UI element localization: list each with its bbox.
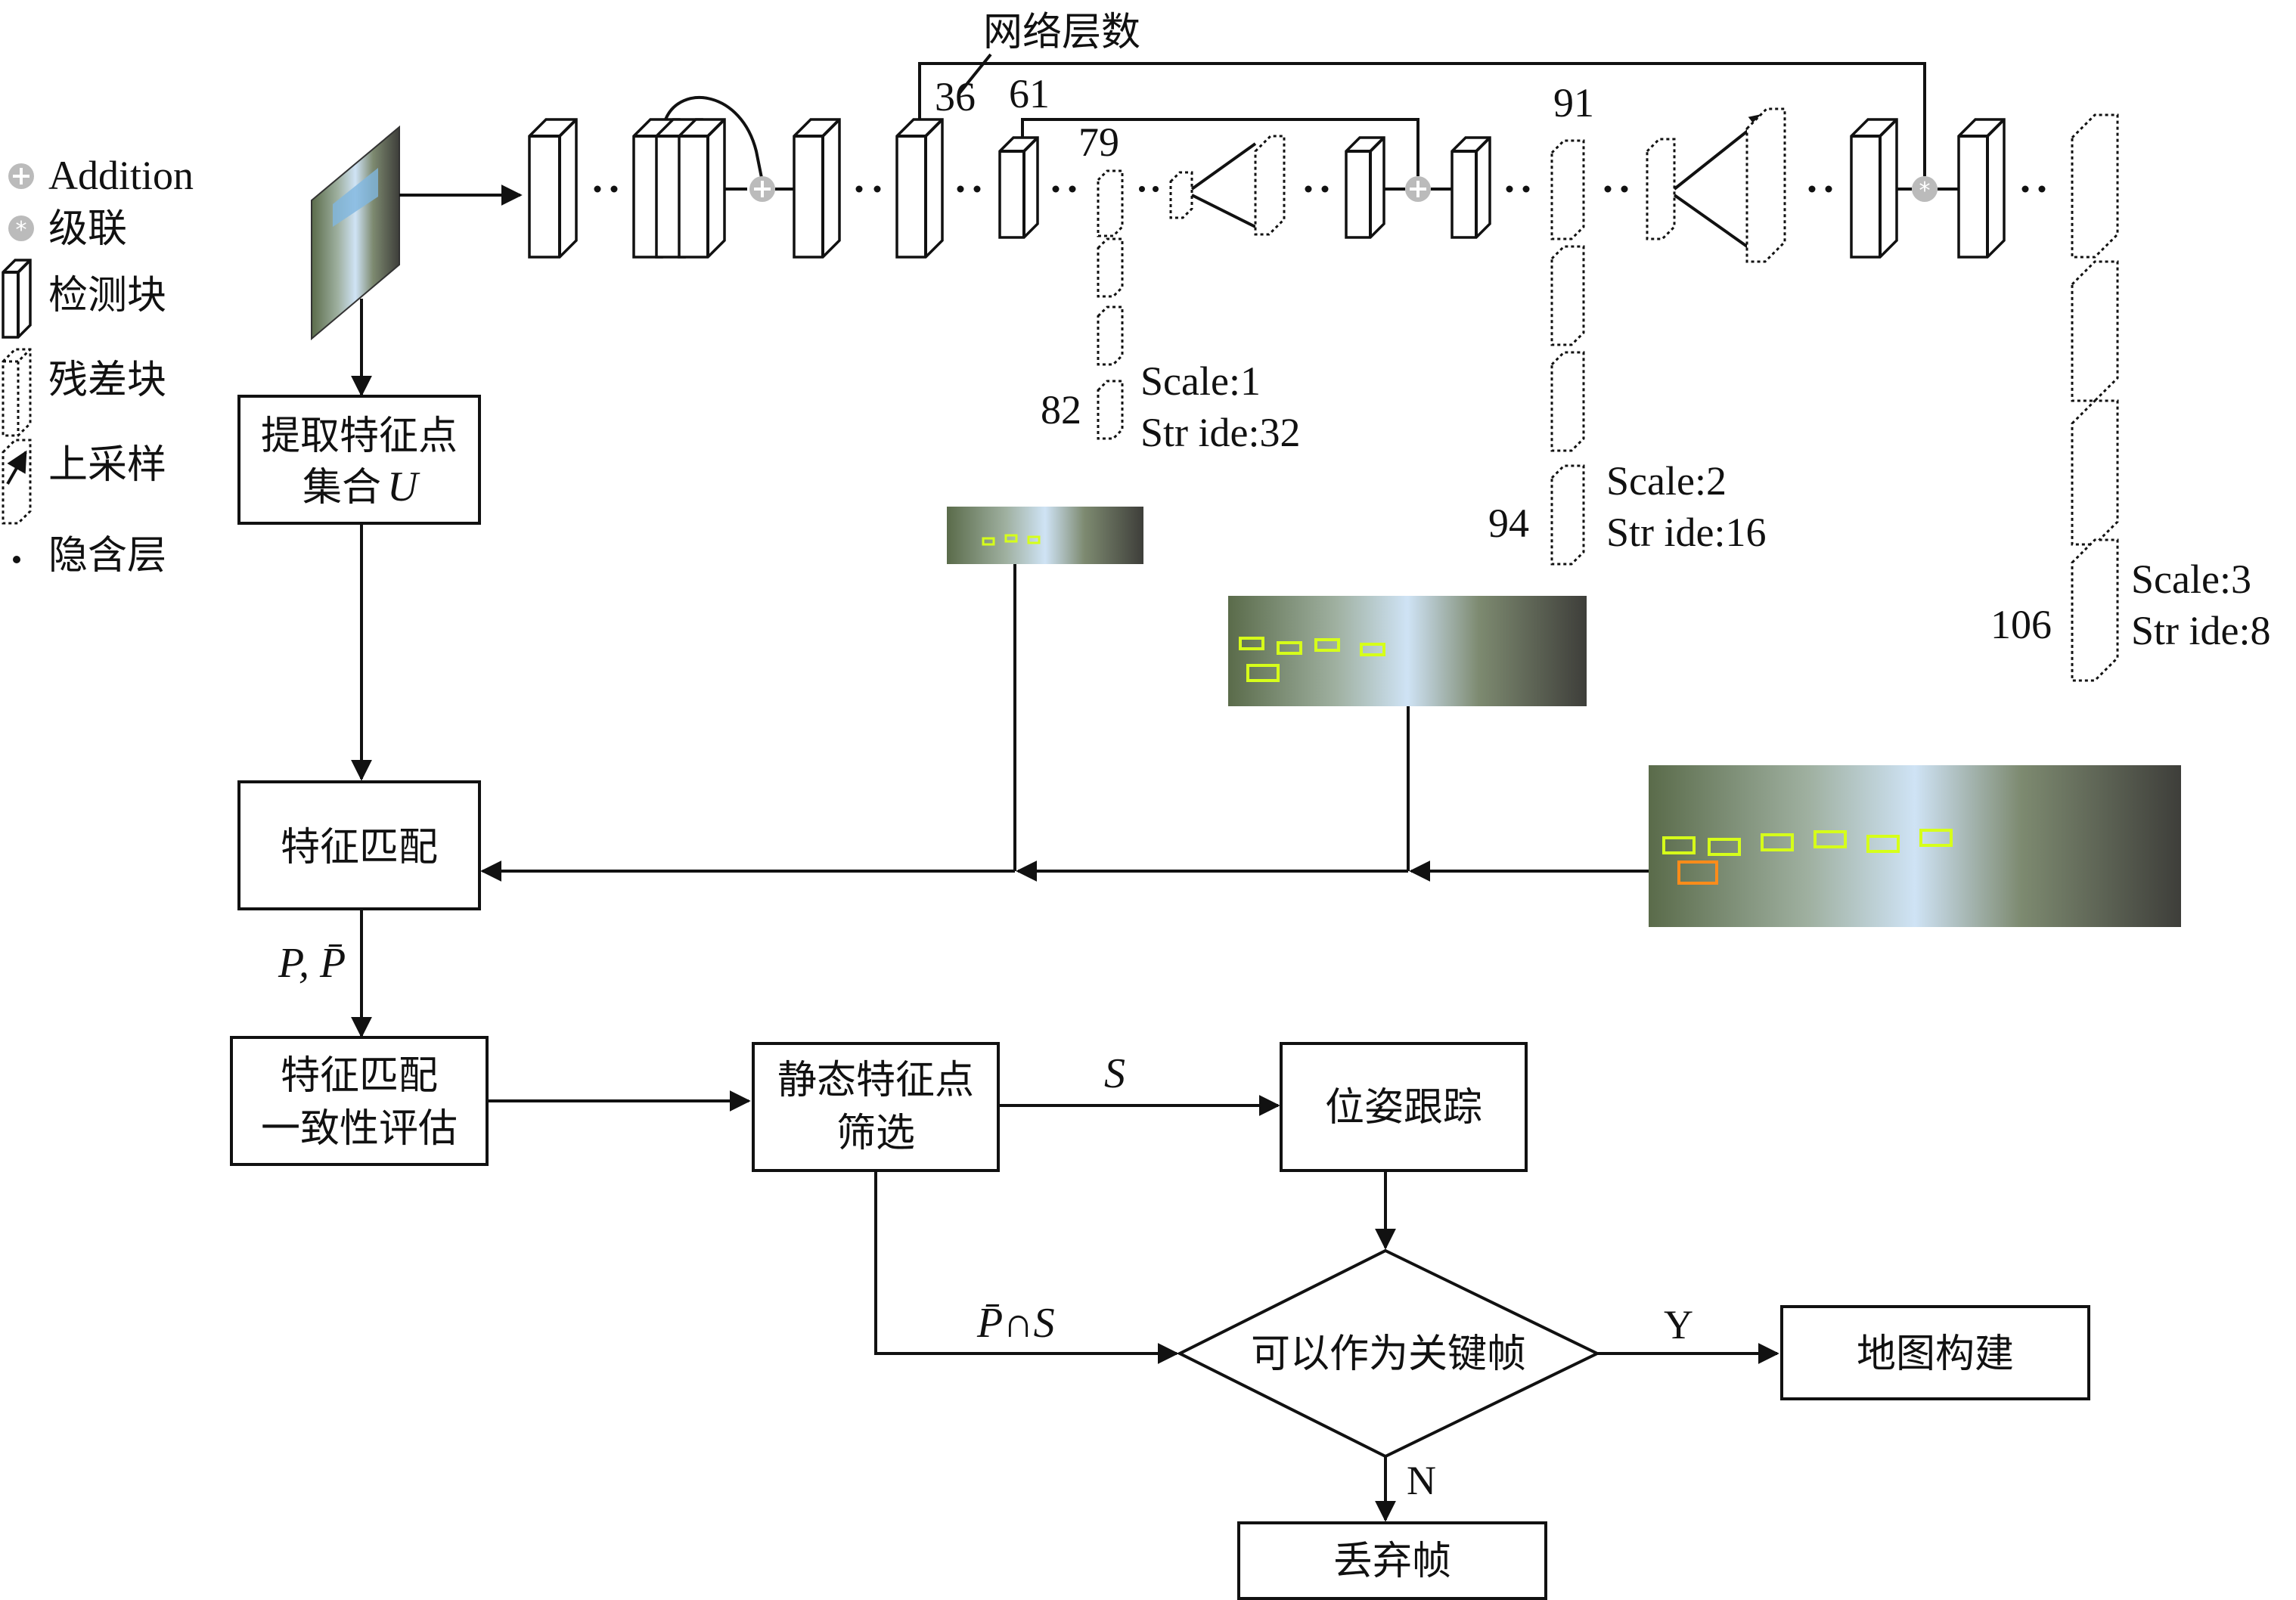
layers-label-pointer [957,53,992,95]
extract-line1: 提取特征点 [261,414,458,459]
pbar-cap-s-label: P̄∩S [976,1300,1055,1347]
consistency-line2: 一致性评估 [261,1106,458,1152]
extract-box: 提取特征点 集合 U [237,395,481,525]
upsample-block-2 [1646,107,1786,263]
detection-block [1345,136,1385,239]
detection-block [793,118,841,259]
residual-block-icon [2,348,32,437]
input-image [311,125,400,341]
skip-connection-36 [918,62,1926,176]
stride3-label: Str ide:8 [2131,608,2271,653]
pose-box: 位姿跟踪 [1280,1042,1528,1172]
detection-image-medium [1228,596,1587,706]
consistency-box: 特征匹配 一致性评估 [230,1036,489,1166]
detection-block-36 [895,118,944,259]
skip-connection-61 [1021,118,1419,176]
upsample-block-1 [1169,135,1286,236]
detection-block [1451,136,1491,239]
no-label: N [1407,1458,1436,1503]
concat-node: * [1912,176,1938,204]
s-label: S [1104,1050,1125,1097]
legend-upsample-label: 上采样 [48,442,166,488]
stride2-label: Str ide:16 [1606,510,1767,555]
layer-82-label: 82 [1041,387,1081,433]
match-box: 特征匹配 [237,780,481,910]
legend-concat-label: 级联 [48,206,127,252]
residual-column-106 [2071,113,2119,682]
match-label: 特征匹配 [281,825,438,870]
yes-label: Y [1664,1302,1693,1347]
map-label: 地图构建 [1857,1332,2014,1377]
layer-79-label: 79 [1078,119,1119,165]
detection-image-small [947,507,1143,564]
keyframe-decision: 可以作为关键帧 [1176,1248,1601,1459]
consistency-line1: 特征匹配 [281,1053,438,1099]
layer-36-label: 36 [935,74,976,119]
layers-label: 网络层数 [983,10,1140,55]
discard-label: 丢弃帧 [1333,1539,1451,1584]
svg-text:*: * [1919,178,1931,204]
detection-block [1957,118,2006,259]
layer-91-label: 91 [1553,80,1594,126]
extract-var: U [387,464,420,510]
static-filter-box: 静态特征点 筛选 [752,1042,1000,1172]
filter-to-decision-arrow [874,1171,1179,1364]
pose-label: 位姿跟踪 [1325,1085,1482,1130]
detection-image-large [1649,765,2181,927]
concat-icon: * [8,216,34,243]
legend-hidden-label: 隐含层 [48,533,166,578]
detection-block-61 [998,136,1039,239]
layer-94-label: 94 [1488,501,1529,546]
hidden-layer-icon [13,556,20,563]
legend-residual-label: 残差块 [48,358,166,403]
addition-node-2 [1405,176,1431,202]
filter-line1: 静态特征点 [777,1058,974,1103]
p-pbar-label: P, P̄ [278,940,346,987]
residual-column-91 [1550,139,1585,566]
upsample-icon [2,439,32,525]
legend: Addition * 级联 检测块 残差块 上采样 隐含层 [2,153,194,578]
addition-node-1 [749,176,775,202]
stride1-label: Str ide:32 [1140,410,1301,455]
detection-block [1850,118,1898,259]
scale3-label: Scale:3 [2131,557,2251,602]
addition-icon [8,163,34,189]
filter-line2: 筛选 [836,1111,915,1156]
layer-61-label: 61 [1009,71,1050,116]
keyframe-question: 可以作为关键帧 [1251,1332,1526,1377]
discard-box: 丢弃帧 [1237,1521,1547,1600]
svg-text:*: * [16,217,27,243]
extract-line2: 集合 [303,465,381,510]
network-backbone: * [528,53,2119,682]
scale1-label: Scale:1 [1140,358,1261,404]
legend-addition-label: Addition [48,153,194,198]
residual-column-79 [1097,169,1124,440]
layer-106-label: 106 [1990,602,2052,647]
detection-block [528,118,578,259]
detection-block-icon [2,259,32,339]
map-box: 地图构建 [1780,1305,2090,1400]
detection-block-group [632,96,765,259]
scale2-label: Scale:2 [1606,458,1727,504]
legend-detection-label: 检测块 [48,273,166,318]
